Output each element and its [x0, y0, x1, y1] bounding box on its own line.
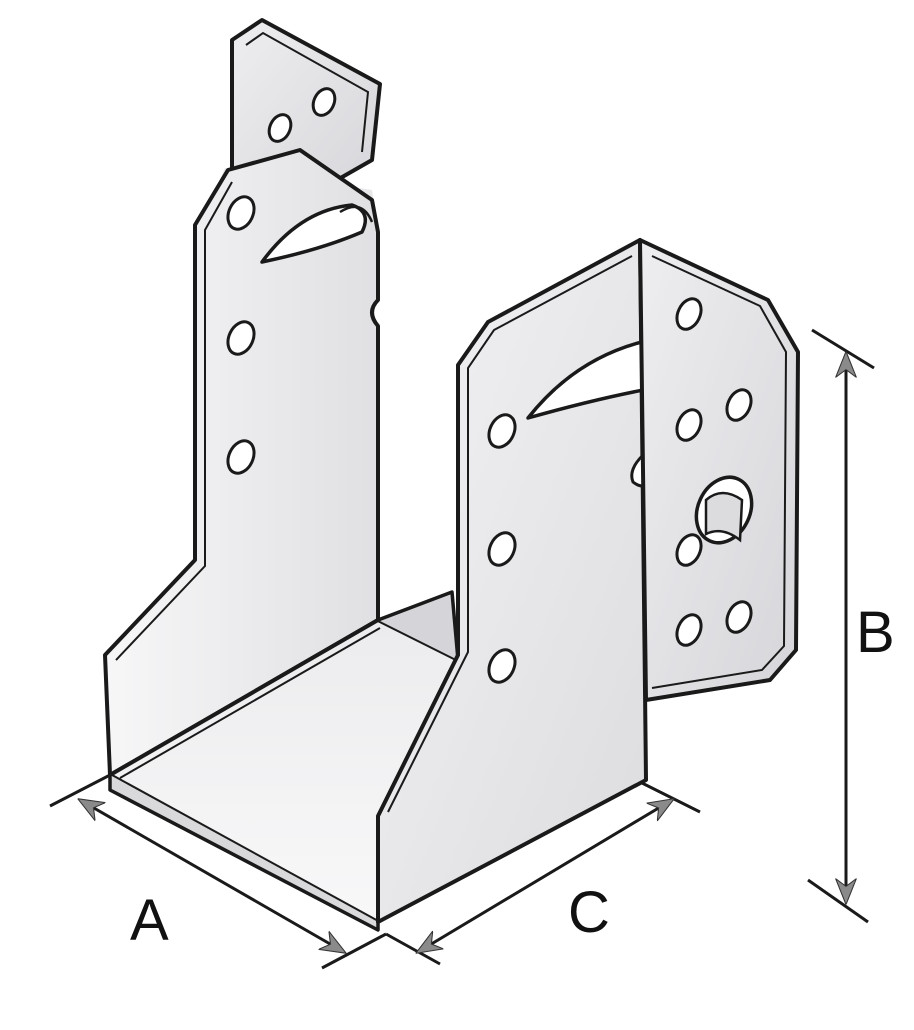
- dimension-a-extension-left: [49, 772, 113, 808]
- dimension-a: A: [49, 772, 387, 970]
- dimension-a-line: [80, 800, 344, 952]
- dimension-b: B: [807, 328, 895, 924]
- front-right-flange: [638, 238, 800, 702]
- dimension-c-line: [418, 800, 672, 952]
- dimension-c-extension-left: [385, 932, 441, 966]
- left-side-wall: [103, 148, 380, 777]
- dimension-c-extension-right: [639, 780, 701, 814]
- dimension-b-extension-top: [811, 328, 875, 370]
- dimension-c-label: C: [568, 880, 610, 945]
- dimension-a-label: A: [130, 888, 169, 953]
- dimension-b-extension-bottom: [807, 878, 869, 924]
- dimension-b-label: B: [856, 600, 895, 665]
- dimension-a-extension-right: [321, 932, 387, 970]
- dimension-c: C: [385, 780, 701, 966]
